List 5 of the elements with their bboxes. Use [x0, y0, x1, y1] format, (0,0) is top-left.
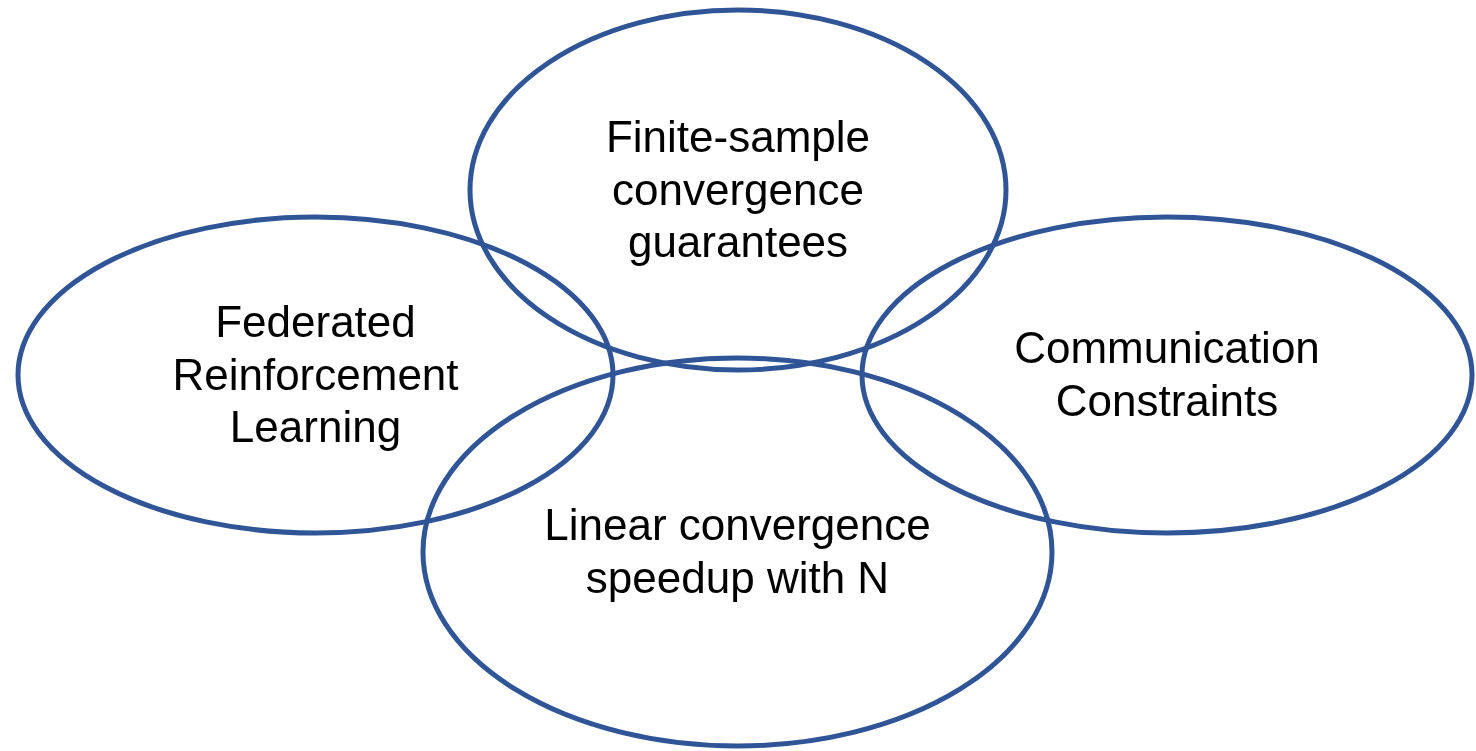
ellipse-label: Communication Constraints — [1013, 322, 1321, 427]
ellipse — [470, 10, 1006, 370]
ellipse-label: Finite-sample convergence guarantees — [604, 110, 872, 269]
ellipse-label: Linear convergence speedup with N — [543, 499, 932, 604]
ellipse-label: Federated Reinforcement Learning — [171, 295, 460, 454]
